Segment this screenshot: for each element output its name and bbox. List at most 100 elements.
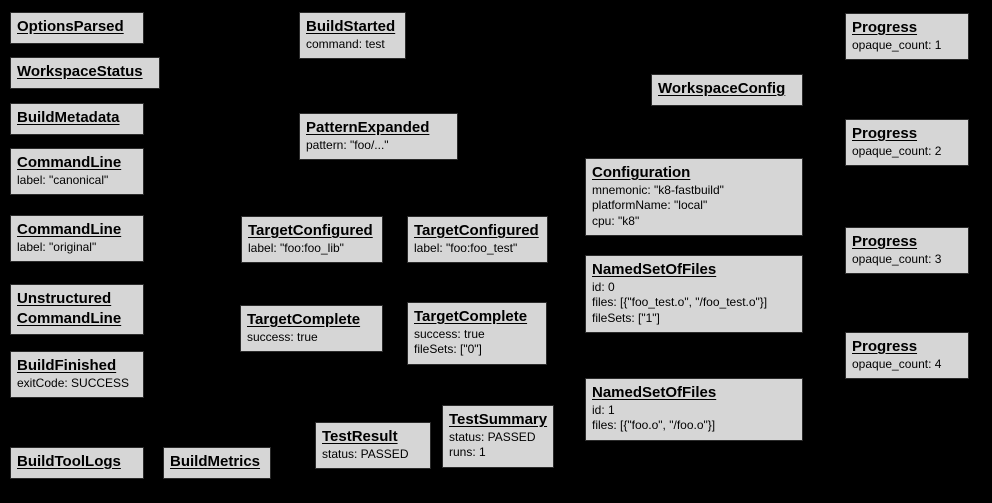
event-node-title: NamedSetOfFiles [592, 383, 796, 403]
event-node-title: PatternExpanded [306, 118, 451, 138]
event-node-title-line: NamedSetOfFiles [592, 384, 717, 401]
event-node-field: opaque_count: 3 [852, 251, 942, 266]
event-node-field: opaque_count: 4 [852, 356, 942, 371]
event-node-field: command: test [306, 36, 385, 51]
event-node-title-line: WorkspaceConfig [658, 80, 786, 97]
event-node-title-line: BuildMetadata [17, 109, 120, 126]
event-node-title-line: TestSummary [449, 411, 548, 428]
event-node-title-line: TargetConfigured [414, 222, 539, 239]
event-node-title: Progress [852, 232, 962, 252]
event-node-title-line: CommandLine [17, 309, 122, 327]
event-node-field: label: "foo:foo_lib" [248, 240, 344, 255]
event-node-options-parsed: OptionsParsed [10, 12, 144, 44]
event-node-title: Progress [852, 124, 962, 144]
event-node-title-line: TargetComplete [414, 308, 528, 325]
event-node-title: CommandLine [17, 153, 137, 173]
event-node-title: BuildFinished [17, 356, 137, 376]
event-node-field: opaque_count: 1 [852, 37, 942, 52]
event-node-build-tool-logs: BuildToolLogs [10, 447, 144, 479]
event-node-title-line: Progress [852, 19, 918, 36]
event-node-title-line: Unstructured [17, 290, 112, 307]
event-node-build-metrics: BuildMetrics [163, 447, 271, 479]
event-node-title-line: BuildStarted [306, 18, 396, 35]
event-node-title-line: BuildToolLogs [17, 453, 121, 470]
event-node-title: TargetComplete [247, 310, 376, 330]
event-node-title: BuildToolLogs [17, 452, 137, 472]
event-node-workspace-status: WorkspaceStatus [10, 57, 160, 89]
event-node-title-line: Progress [852, 125, 918, 142]
event-node-field: opaque_count: 2 [852, 143, 942, 158]
event-node-field: runs: 1 [449, 445, 486, 460]
event-node-title: TargetComplete [414, 307, 540, 327]
event-node-title: BuildMetadata [17, 108, 137, 128]
event-node-field: exitCode: SUCCESS [17, 375, 130, 390]
event-node-title: Progress [852, 18, 962, 38]
event-node-field: id: 0 [592, 279, 615, 294]
event-node-title: WorkspaceStatus [17, 62, 153, 82]
event-node-title-line: OptionsParsed [17, 18, 124, 35]
event-node-field: mnemonic: "k8-fastbuild" [592, 182, 724, 197]
event-node-title: NamedSetOfFiles [592, 260, 796, 280]
event-node-field: platformName: "local" [592, 198, 708, 213]
event-node-field: fileSets: ["1"] [592, 310, 660, 325]
event-node-title-line: TestResult [322, 428, 398, 445]
event-node-field: success: true [414, 326, 485, 341]
event-node-field: label: "original" [17, 239, 97, 254]
event-node-title-line: BuildFinished [17, 357, 117, 374]
event-node-title: WorkspaceConfig [658, 79, 796, 99]
event-node-title: TestResult [322, 427, 424, 447]
event-node-title: BuildStarted [306, 17, 399, 37]
event-node-title-line: TargetComplete [247, 311, 361, 328]
event-node-title: TargetConfigured [248, 221, 376, 241]
event-node-title: OptionsParsed [17, 17, 137, 37]
event-node-field: pattern: "foo/..." [306, 137, 389, 152]
event-node-title: Progress [852, 337, 962, 357]
event-node-title-line: WorkspaceStatus [17, 63, 143, 80]
event-node-field: label: "canonical" [17, 172, 109, 187]
event-node-field: success: true [247, 329, 318, 344]
event-node-field: id: 1 [592, 402, 615, 417]
event-node-field: status: PASSED [449, 429, 536, 444]
event-node-title: CommandLine [17, 220, 137, 240]
event-node-title: TargetConfigured [414, 221, 541, 241]
event-node-title-line: BuildMetrics [170, 453, 261, 470]
event-node-field: label: "foo:foo_test" [414, 240, 518, 255]
event-node-title: Configuration [592, 163, 796, 183]
event-node-title-line: Configuration [592, 164, 691, 181]
event-node-title-line: CommandLine [17, 154, 122, 171]
event-node-field: files: [{"foo_test.o", "/foo_test.o"}] [592, 295, 768, 310]
event-node-workspace-config: WorkspaceConfig [651, 74, 803, 106]
event-node-title: BuildMetrics [170, 452, 264, 472]
event-node-title: TestSummary [449, 410, 547, 430]
event-node-build-metadata: BuildMetadata [10, 103, 144, 135]
event-node-title-line: CommandLine [17, 221, 122, 238]
event-node-title-line: PatternExpanded [306, 119, 430, 136]
event-node-field: status: PASSED [322, 446, 409, 461]
event-node-title-line: NamedSetOfFiles [592, 261, 717, 278]
event-node-title-line: Progress [852, 338, 918, 355]
event-node-title-line: Progress [852, 233, 918, 250]
event-node-field: fileSets: ["0"] [414, 342, 482, 357]
event-node-title-line: TargetConfigured [248, 222, 373, 239]
